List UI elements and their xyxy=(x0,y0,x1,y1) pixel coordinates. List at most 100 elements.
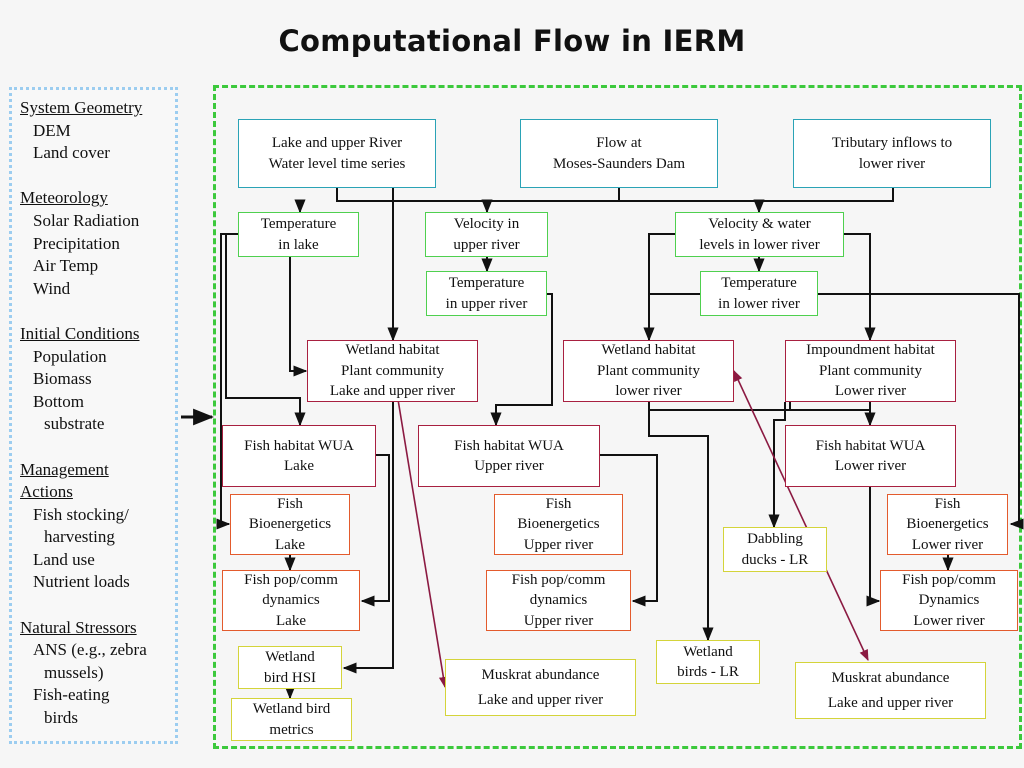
node-label: Wetland xyxy=(265,649,315,666)
node-bioenergetics-lake: Fish Bioenergetics Lake xyxy=(230,494,350,555)
node-label: Bioenergetics xyxy=(248,516,332,533)
section-heading-system-geometry: System Geometry xyxy=(20,98,143,117)
edge-wua-lake-to-fishpop-lake xyxy=(360,454,390,607)
node-label: Flow at xyxy=(596,135,642,152)
node-tributary-inflows: Tributary inflows to lower river xyxy=(793,119,991,188)
node-label: Fish pop/comm xyxy=(244,571,338,588)
input-item: Precipitation xyxy=(33,233,120,253)
edge-wetland-lower-to-wua-lower xyxy=(648,402,876,427)
edge-wetland-lake-muskrat xyxy=(391,373,448,689)
node-label: Lower river xyxy=(913,612,985,629)
node-label: Lake xyxy=(275,536,305,553)
input-item: Population xyxy=(33,346,107,366)
node-fish-wua-lake: Fish habitat WUA Lake xyxy=(222,425,376,487)
node-label: Wetland xyxy=(683,643,733,660)
input-item: Wind xyxy=(33,278,71,298)
node-label: Lake xyxy=(276,612,306,629)
node-label: Temperature xyxy=(260,216,337,233)
edge-wua-lower-to-fishpop-lower xyxy=(866,487,881,607)
input-item: Fish stocking/ xyxy=(33,504,129,524)
node-wetland-lake: Wetland habitat Plant community Lake and… xyxy=(307,340,478,402)
node-velocity-upper: Velocity in upper river xyxy=(425,212,548,257)
node-wetland-lower: Wetland habitat Plant community lower ri… xyxy=(563,340,734,402)
node-label: upper river xyxy=(453,236,520,253)
node-bioenergetics-upper: Fish Bioenergetics Upper river xyxy=(494,494,623,555)
edge-wua-upper-to-fishpop-upper xyxy=(600,454,658,607)
input-item: Nutrient loads xyxy=(33,572,130,592)
node-label: Lake and upper River xyxy=(271,135,403,152)
node-label: Muskrat abundance xyxy=(481,666,600,683)
input-item: ANS (e.g., zebra xyxy=(33,640,147,660)
node-label: dynamics xyxy=(529,592,588,609)
node-label: Plant community xyxy=(819,362,922,379)
input-item: Biomass xyxy=(33,369,92,389)
node-fish-wua-upper: Fish habitat WUA Upper river xyxy=(418,425,600,487)
node-wetland-bird-hsi: Wetland bird HSI xyxy=(238,646,342,689)
node-label: Dabbling xyxy=(747,531,803,548)
section-heading-management: Management xyxy=(20,459,109,479)
node-label: Temperature xyxy=(721,275,797,292)
node-label: Fish habitat WUA xyxy=(815,437,926,454)
node-bioenergetics-lower: Fish Bioenergetics Lower river xyxy=(887,494,1008,555)
node-label: Lower river xyxy=(911,536,984,553)
node-label: in lower river xyxy=(718,295,800,312)
node-wetland-bird-metrics: Wetland bird metrics xyxy=(231,698,352,741)
page-title: Computational Flow in IERM xyxy=(278,24,746,58)
node-label: Temperature xyxy=(448,275,525,292)
node-label: in upper river xyxy=(445,295,528,312)
node-label: Dynamics xyxy=(918,592,980,609)
node-label: Lower river xyxy=(834,458,907,474)
edge-impoundment-to-ducks xyxy=(768,402,786,529)
node-label: Fish xyxy=(934,495,961,512)
node-fishpop-lake: Fish pop/comm dynamics Lake xyxy=(222,570,360,631)
node-label: Wetland habitat xyxy=(345,342,440,359)
node-label: ducks - LR xyxy=(741,551,809,568)
edge-wetland-lower-to-birds-lr xyxy=(648,410,714,642)
input-item: Bottom xyxy=(33,391,85,411)
node-temp-lake: Temperature in lake xyxy=(238,212,359,257)
node-muskrat-lake: Muskrat abundance Lake and upper river xyxy=(445,659,636,716)
edge-temp-lower-to-bioenergetics-lower xyxy=(818,293,1024,530)
top-bus xyxy=(336,188,894,202)
node-label: Fish habitat WUA xyxy=(244,437,354,454)
inputs-panel: System Geometry DEM Land cover Meteorolo… xyxy=(9,87,178,744)
input-item-continuation: substrate xyxy=(44,414,105,434)
node-label: Fish pop/comm xyxy=(511,571,606,588)
node-label: Fish habitat WUA xyxy=(454,437,564,454)
node-label: Plant community xyxy=(341,362,444,379)
node-label: lower river xyxy=(615,383,682,400)
node-label: Impoundment habitat xyxy=(806,342,935,359)
input-item-continuation: mussels) xyxy=(44,662,104,682)
node-label: levels in lower river xyxy=(699,236,820,253)
inputs-list: System Geometry DEM Land cover Meteorolo… xyxy=(20,97,180,730)
edge-temp-lake-to-wetland-lake xyxy=(289,257,308,377)
section-heading-initial-conditions: Initial Conditions xyxy=(20,323,140,343)
node-label: in lake xyxy=(278,236,319,253)
input-item: Air Temp xyxy=(33,256,99,276)
input-item-continuation: harvesting xyxy=(44,527,115,547)
node-label: Velocity & water xyxy=(708,216,811,233)
node-temp-upper: Temperature in upper river xyxy=(426,271,547,316)
node-label: Wetland bird xyxy=(252,701,331,718)
node-label: Lake and upper river xyxy=(477,691,604,708)
node-label: Lake and upper river xyxy=(827,694,954,711)
node-label: Upper river xyxy=(523,536,594,553)
node-label: Bioenergetics xyxy=(517,516,600,533)
node-label: Lake xyxy=(284,458,314,474)
node-label: Fish pop/comm xyxy=(902,571,996,588)
input-item: Fish-eating xyxy=(33,685,110,705)
input-item: Land cover xyxy=(33,143,110,163)
edge-temp-lake-to-bioenergetics-lake xyxy=(216,233,231,530)
node-velocity-lower: Velocity & water levels in lower river xyxy=(675,212,844,257)
node-fish-wua-lower: Fish habitat WUA Lower river xyxy=(785,425,956,487)
edge-temp-upper-to-wua-upper xyxy=(490,293,553,427)
node-lake-water-level: Lake and upper River Water level time se… xyxy=(238,119,436,188)
node-label: bird HSI xyxy=(263,669,317,686)
section-heading-natural-stressors: Natural Stressors xyxy=(20,617,137,637)
node-label: Bioenergetics xyxy=(906,516,989,533)
node-label: Water level time series xyxy=(268,155,406,172)
node-label: Velocity in xyxy=(453,216,520,233)
node-dabbling-ducks: Dabbling ducks - LR xyxy=(723,527,827,572)
node-label: Fish xyxy=(277,495,303,512)
